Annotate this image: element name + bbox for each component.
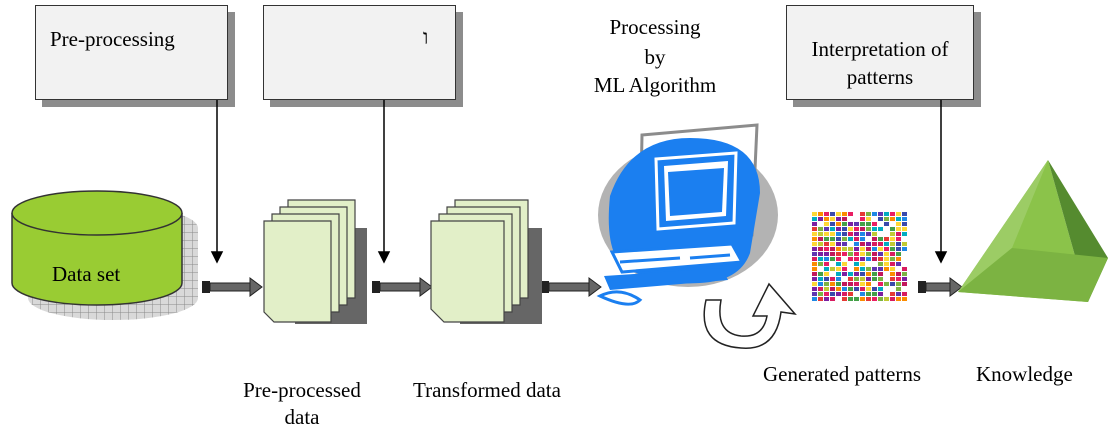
processing-label-2: by [644, 45, 666, 69]
preprocessed-label-2: data [284, 405, 320, 429]
interpretation-label-2: patterns [846, 65, 914, 89]
curved-arrow-icon [703, 282, 797, 349]
preprocessing-box [35, 5, 228, 100]
flow-arrow-2 [372, 277, 433, 297]
interpretation-box [786, 5, 974, 100]
document-stack-icon-preprocessed [263, 199, 367, 324]
knowledge-label: Knowledge [976, 362, 1073, 386]
preprocessing-label: Pre-processing [50, 27, 175, 51]
generated-patterns-label: Generated patterns [763, 362, 922, 386]
interpretation-label-1: Interpretation of [811, 37, 949, 61]
flow-arrow-3 [541, 277, 602, 297]
flow-arrow-4 [918, 277, 963, 297]
transformed-label: Transformed data [413, 378, 561, 402]
processing-label-1: Processing [609, 15, 701, 39]
transformation-label: ו [423, 25, 429, 49]
transformation-box [263, 5, 456, 100]
connector-lines [210, 100, 948, 264]
document-stack-icon-transformed [430, 199, 542, 324]
dataset-label: Data set [52, 262, 121, 286]
computer-icon [596, 123, 778, 306]
database-cylinder-icon [11, 190, 198, 320]
processing-label-3: ML Algorithm [593, 73, 717, 97]
pattern-grid-icon [812, 212, 907, 301]
flow-arrow-1 [202, 277, 263, 297]
preprocessed-label-1: Pre-processed [243, 378, 361, 402]
pyramid-icon [958, 160, 1108, 302]
